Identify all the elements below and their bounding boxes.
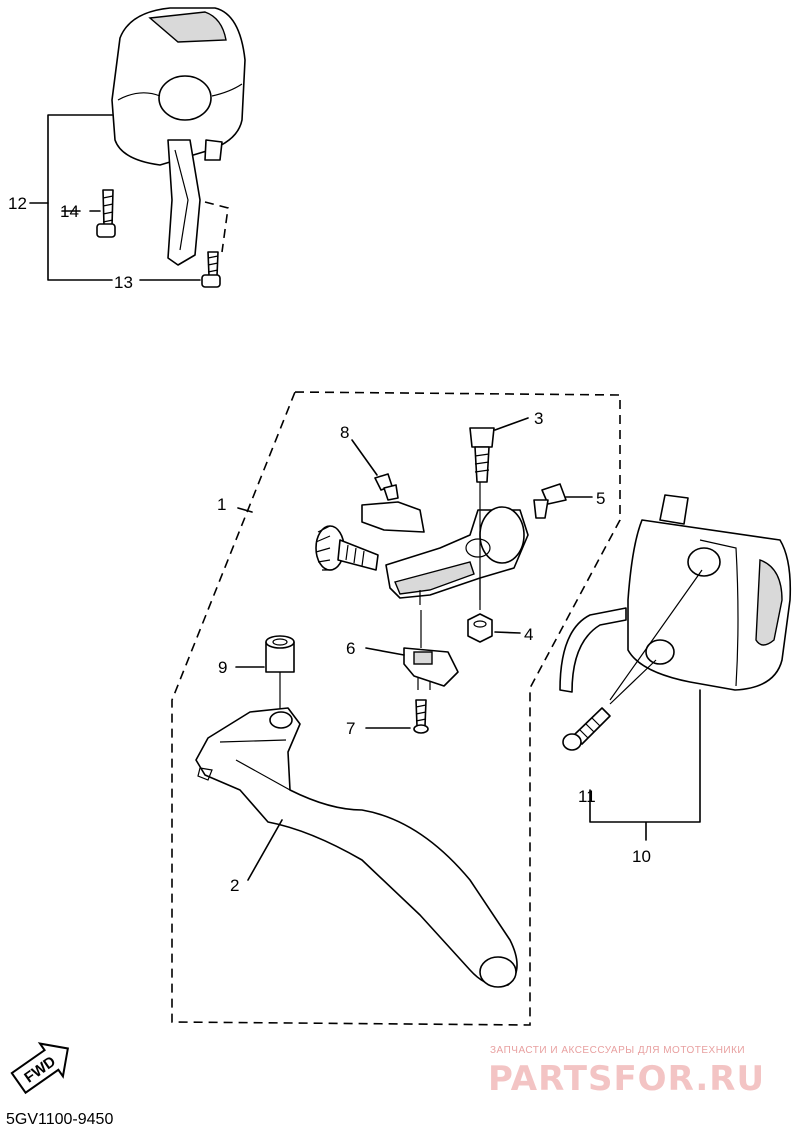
screw-part-13 — [201, 251, 221, 288]
adjuster-knob — [315, 525, 379, 571]
fwd-arrow-icon: FWD — [10, 1042, 70, 1095]
label-8: 8 — [340, 423, 349, 442]
watermark-caption: ЗАПЧАСТИ И АКСЕССУАРЫ ДЛЯ МОТОТЕХНИКИ — [490, 1045, 745, 1056]
lever-holder-bracket — [361, 501, 529, 605]
label-14: 14 — [60, 202, 79, 221]
label-10: 10 — [632, 847, 651, 866]
label-9: 9 — [218, 658, 227, 677]
label-3: 3 — [534, 409, 543, 428]
collar-part-9 — [265, 635, 295, 673]
screw-part-8 — [374, 473, 399, 501]
label-5: 5 — [596, 489, 605, 508]
nut-part-4 — [467, 613, 493, 643]
lever-assembly-outline — [171, 391, 621, 1026]
label-11: 11 — [578, 787, 596, 806]
label-7: 7 — [346, 719, 355, 738]
label-12: 12 — [8, 194, 27, 213]
screw-part-14 — [96, 189, 116, 238]
screw-part-11 — [562, 707, 611, 751]
screw-part-7 — [413, 699, 429, 734]
label-13: 13 — [114, 273, 133, 292]
diagram-code: 5GV1100-9450 — [6, 1111, 113, 1128]
switch-part-6 — [403, 647, 459, 690]
bolt-part-5 — [533, 483, 567, 519]
handlebar-switch-right — [559, 494, 792, 693]
watermark-brand: PARTSFOR.RU — [488, 1059, 765, 1099]
handlebar-switch-left — [111, 7, 246, 266]
bolt-part-3 — [469, 427, 495, 483]
label-2: 2 — [230, 876, 239, 895]
clutch-lever-part-2 — [195, 707, 518, 988]
label-6: 6 — [346, 639, 355, 658]
label-1: 1 — [217, 495, 226, 514]
label-4: 4 — [524, 625, 533, 644]
